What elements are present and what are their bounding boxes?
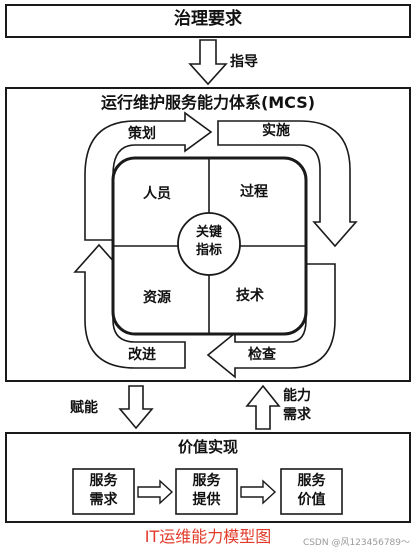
check-arrow: [206, 263, 336, 379]
check-label: 检查: [248, 347, 276, 363]
improve-label: 改进: [128, 347, 156, 363]
key-indicator-circle: [177, 212, 241, 276]
governance-box: [5, 4, 411, 38]
empower-label: 赋能: [70, 400, 98, 416]
step-box-value: [280, 468, 343, 515]
guide-arrow: [188, 39, 228, 86]
demand-label-line1: 能力: [283, 388, 311, 404]
guide-label: 指导: [230, 54, 258, 70]
implement-label: 实施: [262, 123, 290, 139]
demand-label-line2: 需求: [283, 407, 311, 423]
plan-label: 策划: [128, 126, 156, 142]
implement-arrow: [217, 120, 358, 248]
step-demand-line1: 服务: [89, 473, 118, 489]
step-demand-line2: 需求: [89, 492, 118, 508]
key-indicator-line1: 关键: [195, 225, 222, 240]
step-box-provide: [175, 468, 238, 515]
value-title: 价值实现: [177, 438, 238, 456]
quadrant-people: 人员: [143, 186, 171, 202]
step-provide-line2: 提供: [192, 492, 221, 508]
quadrant-resource: 资源: [143, 290, 171, 306]
step-value-line1: 服务: [297, 473, 326, 489]
mcs-title: 运行维护服务能力体系(MCS): [100, 93, 316, 112]
step-arrow-1: [137, 479, 174, 505]
credit: CSDN @风123456789～: [302, 538, 410, 548]
quadrant-process: 过程: [240, 184, 268, 200]
step-provide-line1: 服务: [192, 473, 221, 489]
improve-arrow: [73, 243, 186, 369]
empower-arrow: [118, 385, 154, 430]
caption: IT运维能力模型图: [144, 527, 272, 546]
step-value-line2: 价值: [297, 492, 326, 508]
step-box-demand: [72, 468, 135, 515]
governance-title: 治理要求: [174, 9, 242, 29]
demand-arrow: [245, 384, 281, 430]
plan-arrow: [84, 111, 213, 241]
step-arrow-2: [240, 479, 277, 505]
key-indicator-line2: 指标: [195, 243, 222, 258]
quadrant-technology: 技术: [236, 288, 264, 304]
